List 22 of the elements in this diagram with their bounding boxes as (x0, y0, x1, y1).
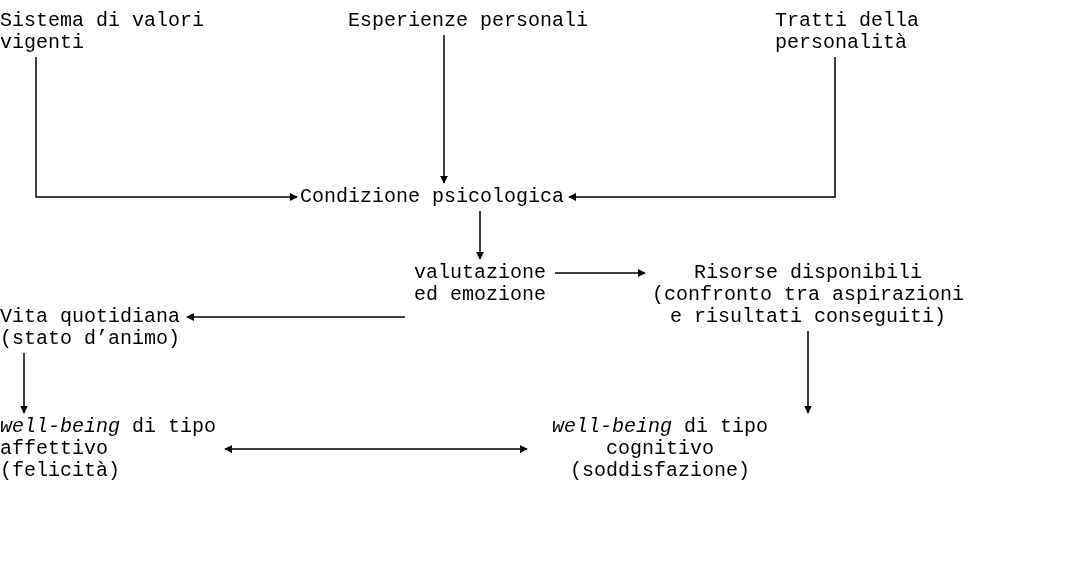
node-sublabel: (soddisfazione) (569, 460, 751, 482)
node-label: Esperienze personali (348, 10, 598, 32)
node-label: well-being di tipo affettivo (0, 416, 218, 460)
arrow (440, 34, 448, 184)
arrow (224, 445, 528, 453)
arrow (476, 210, 484, 260)
arrow (568, 56, 836, 201)
node-label: Tratti della personalità (775, 10, 925, 54)
node-label: valutazione ed emozione (408, 262, 552, 306)
node-label: Condizione psicologica (300, 186, 566, 208)
node-label: Sistema di valori vigenti (0, 10, 210, 54)
node-sublabel: (stato d’animo) (0, 328, 182, 350)
arrow (35, 56, 298, 201)
node-sublabel: (felicità) (0, 460, 122, 482)
arrow (20, 352, 28, 414)
arrow (186, 313, 406, 321)
node-label: Risorse disponibili (692, 262, 923, 284)
arrow (554, 269, 646, 277)
node-sublabel: (confronto tra aspirazioni e risultati conseguiti) (650, 284, 966, 328)
arrow (804, 330, 812, 414)
node-label: well-being di tipo cognitivo (550, 416, 769, 460)
node-label: Vita quotidiana (0, 306, 182, 328)
